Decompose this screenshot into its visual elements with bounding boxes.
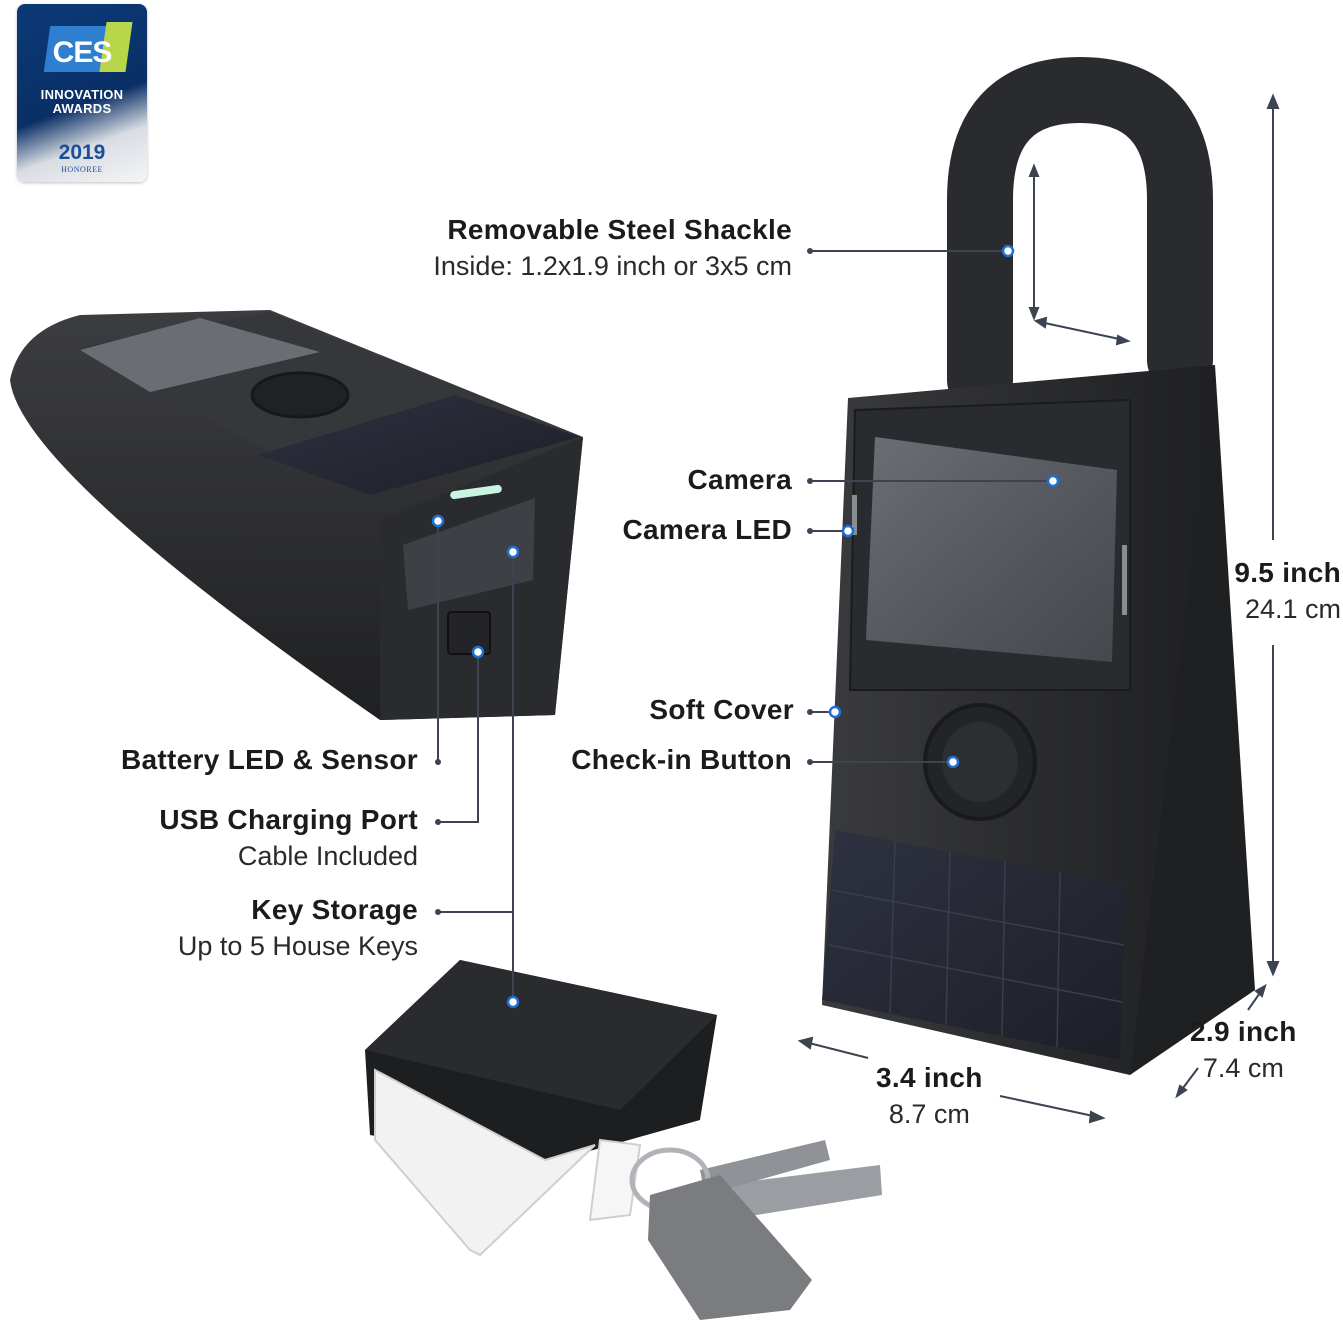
standing-lockbox (822, 56, 1255, 1075)
width-imperial: 3.4 inch (876, 1062, 983, 1093)
badge-honoree: HONOREE (61, 165, 103, 174)
depth-dimension-label: 2.9 inch 7.4 cm (1190, 1014, 1297, 1086)
battery-led-label: Battery LED & Sensor (121, 742, 418, 778)
ces-innovation-awards-badge: CES INNOVATION AWARDS 2019 HONOREE (17, 4, 147, 182)
ces-logo-text: CES (52, 36, 113, 69)
usb-port-title: USB Charging Port (159, 804, 418, 835)
dimension-lines (797, 93, 1280, 1124)
width-dimension-label: 3.4 inch 8.7 cm (876, 1060, 983, 1132)
shackle-label: Removable Steel Shackle Inside: 1.2x1.9 … (433, 212, 792, 284)
soft-cover-label: Soft Cover (649, 692, 794, 728)
key-storage-tray (365, 960, 882, 1320)
battery-led-title: Battery LED & Sensor (121, 744, 418, 775)
callout-lines (437, 250, 1053, 1002)
shackle-subtitle: Inside: 1.2x1.9 inch or 3x5 cm (433, 251, 792, 281)
badge-year: 2019 (58, 141, 106, 164)
key-storage-title: Key Storage (251, 894, 418, 925)
lying-lockbox (10, 310, 583, 720)
camera-led-title: Camera LED (622, 514, 792, 545)
width-metric: 8.7 cm (888, 1099, 970, 1129)
shackle-title: Removable Steel Shackle (447, 214, 792, 245)
camera-label: Camera (687, 462, 792, 498)
soft-cover-title: Soft Cover (649, 694, 794, 725)
badge-line2: AWARDS (52, 101, 112, 116)
depth-metric: 7.4 cm (1202, 1053, 1284, 1083)
camera-led-label: Camera LED (622, 512, 792, 548)
callout-dots (431, 244, 1060, 1009)
badge-line1: INNOVATION (40, 87, 124, 102)
checkin-button-title: Check-in Button (571, 744, 792, 775)
height-metric: 24.1 cm (1244, 594, 1341, 624)
usb-port-subtitle: Cable Included (237, 841, 418, 871)
key-storage-label: Key Storage Up to 5 House Keys (178, 892, 418, 964)
key-storage-subtitle: Up to 5 House Keys (177, 931, 418, 961)
height-imperial: 9.5 inch (1234, 557, 1341, 588)
checkin-button-label: Check-in Button (571, 742, 792, 778)
badge-awards-text: INNOVATION AWARDS (17, 88, 147, 116)
height-dimension-label: 9.5 inch 24.1 cm (1234, 555, 1341, 627)
depth-imperial: 2.9 inch (1190, 1016, 1297, 1047)
camera-title: Camera (687, 464, 792, 495)
usb-port-label: USB Charging Port Cable Included (159, 802, 418, 874)
